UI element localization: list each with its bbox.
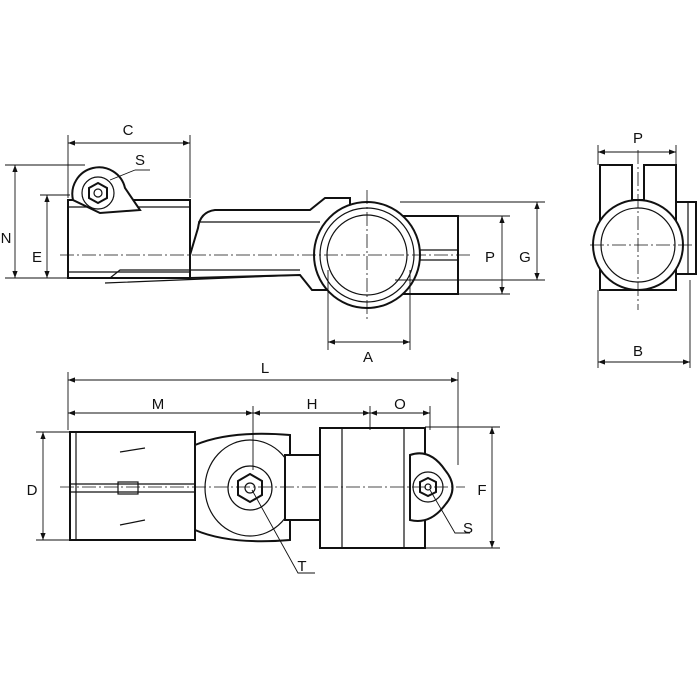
left-clamp-body [69, 431, 196, 541]
hex-screw-icon [88, 181, 108, 205]
side-view: C S N E P G A [1, 122, 545, 366]
end-view: P B [590, 130, 700, 368]
dim-label-g: G [519, 249, 531, 266]
dim-label-d: D [27, 482, 38, 499]
dim-label-b: B [633, 343, 643, 360]
hex-screw-icon [419, 476, 437, 498]
dim-label-e: E [32, 249, 42, 266]
dim-label-h: H [307, 396, 318, 413]
top-view: L M H O D F S T [27, 360, 500, 575]
dim-label-s: S [463, 520, 473, 537]
swivel-arm [189, 197, 351, 291]
dim-label-p: P [633, 130, 643, 147]
dim-label-p: P [485, 249, 495, 266]
dim-label-s: S [135, 152, 145, 169]
dim-label-m: M [152, 396, 165, 413]
dim-label-n: N [1, 230, 12, 247]
dim-label-o: O [394, 396, 406, 413]
dim-label-l: L [261, 360, 269, 377]
dim-label-a: A [363, 349, 373, 366]
hex-screw-icon [237, 472, 263, 504]
dim-label-f: F [477, 482, 486, 499]
dim-label-c: C [123, 122, 134, 139]
dim-label-t: T [297, 558, 306, 575]
